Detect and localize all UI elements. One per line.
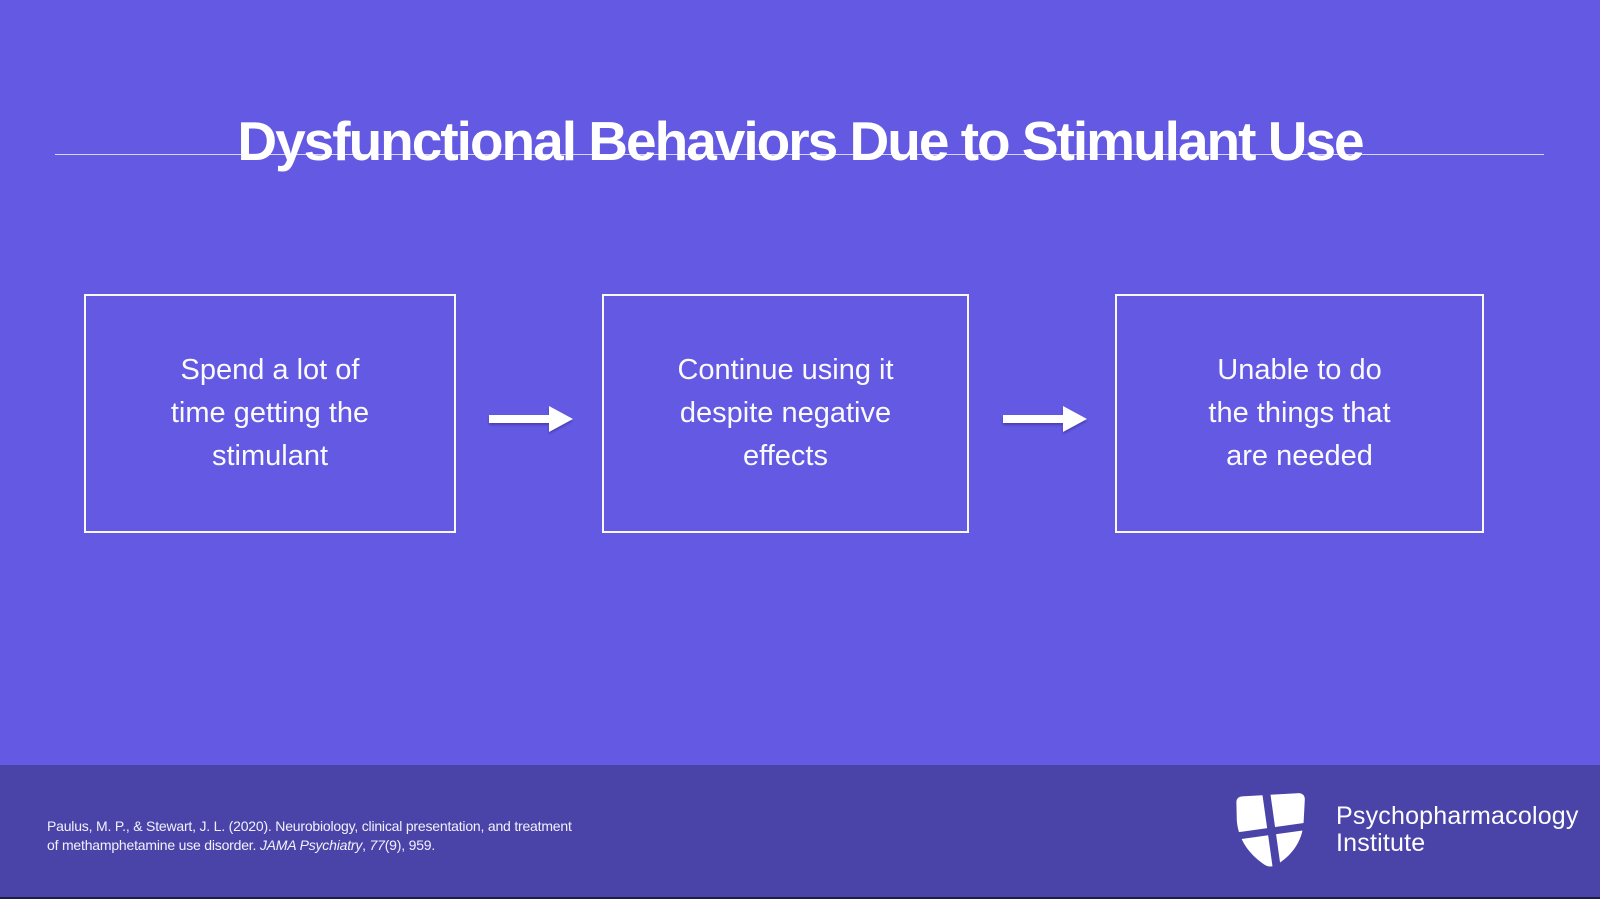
citation-separator: , bbox=[362, 837, 370, 853]
slide-title: Dysfunctional Behaviors Due to Stimulant… bbox=[237, 109, 1364, 172]
right-arrow-icon bbox=[489, 406, 573, 432]
citation-issue-pages: (9), 959. bbox=[384, 837, 436, 853]
bottom-strip bbox=[0, 897, 1600, 899]
logo-wordmark: Psychopharmacology Institute bbox=[1336, 803, 1579, 857]
citation-volume: 77 bbox=[369, 837, 385, 853]
title-divider bbox=[55, 154, 1544, 155]
logo-name-line-1: Psychopharmacology bbox=[1336, 802, 1579, 830]
shield-cross-icon bbox=[1230, 792, 1310, 872]
citation-journal-title: JAMA Psychiatry bbox=[259, 837, 363, 853]
logo-name-line-2: Institute bbox=[1336, 829, 1426, 857]
citation-line-2-prefix: of methamphetamine use disorder. bbox=[47, 837, 260, 853]
citation: Paulus, M. P., & Stewart, J. L. (2020). … bbox=[47, 817, 572, 855]
footer: Paulus, M. P., & Stewart, J. L. (2020). … bbox=[0, 765, 1600, 899]
right-arrow-icon bbox=[1003, 406, 1087, 432]
citation-line-1: Paulus, M. P., & Stewart, J. L. (2020). … bbox=[47, 818, 572, 834]
logo: Psychopharmacology Institute bbox=[1230, 792, 1579, 872]
